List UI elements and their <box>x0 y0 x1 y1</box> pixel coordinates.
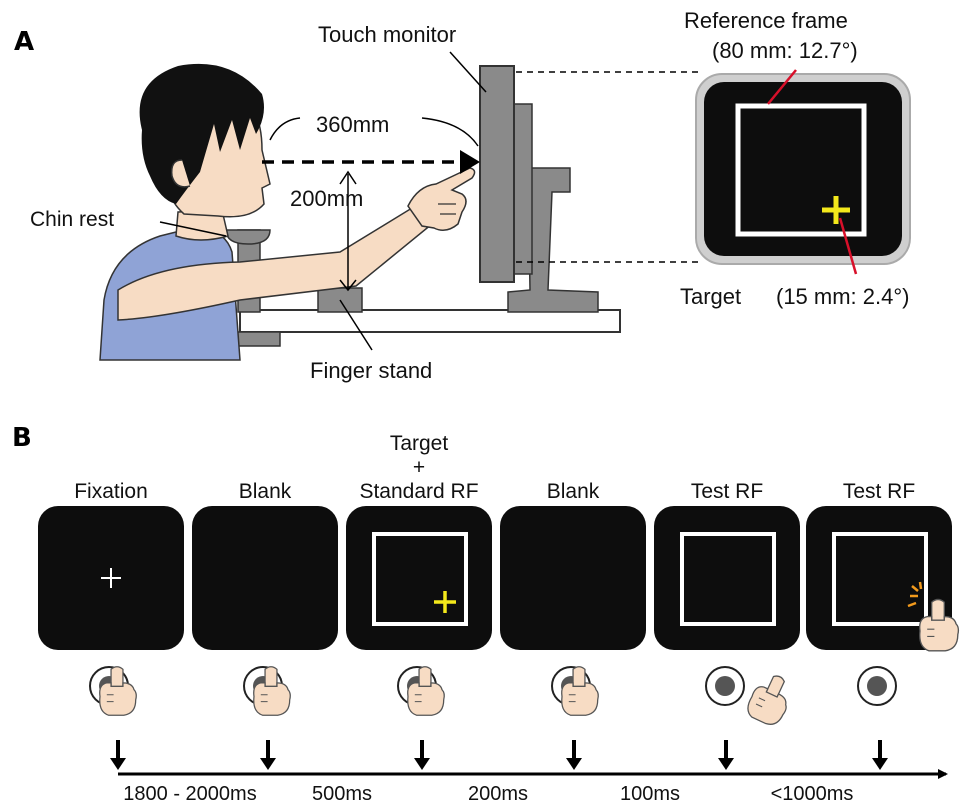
phase-label: Test RF <box>691 480 763 503</box>
timeline-durations: 1800 - 2000ms 500ms 200ms 100ms <1000ms <box>123 783 853 803</box>
duration-label: 1800 - 2000ms <box>123 783 256 803</box>
touch-monitor-pointer <box>449 51 487 93</box>
timeline-marks <box>110 740 888 770</box>
reference-frame-size: (80 mm: 12.7°) <box>712 38 858 63</box>
phase-label: Blank <box>239 480 292 503</box>
phase-screen <box>806 506 952 650</box>
phase-5: Test RF <box>654 480 800 730</box>
chin-rest-pointer <box>159 221 227 237</box>
phase-label: Blank <box>547 480 600 503</box>
screen-zoom <box>704 82 902 256</box>
height-label: 200mm <box>290 186 363 211</box>
panel-b-letter: B <box>12 423 32 453</box>
target-cross <box>434 591 456 613</box>
duration-label: <1000ms <box>771 783 854 803</box>
duration-label: 100ms <box>620 783 680 803</box>
fixation-cross <box>101 568 121 588</box>
touch-monitor <box>479 65 515 283</box>
phase-screen <box>192 506 338 650</box>
touch-monitor-label: Touch monitor <box>318 22 456 47</box>
response-button-icon <box>705 666 745 706</box>
reference-frame <box>372 532 468 626</box>
panel-a-letter: A <box>14 27 34 57</box>
timeline-arrow-icon <box>110 740 126 770</box>
phase-label: + <box>413 456 425 479</box>
phase-6: Test RF <box>806 480 960 706</box>
reference-frame-pointer <box>767 69 797 105</box>
hand-knuckles <box>438 203 456 215</box>
distance-label: 360mm <box>316 112 389 137</box>
duration-label: 500ms <box>312 783 372 803</box>
reference-frame-title: Reference frame <box>684 8 848 33</box>
phase-screen <box>500 506 646 650</box>
phase-label: Standard RF <box>359 480 478 503</box>
finger-stand-pointer <box>339 299 373 351</box>
phase-screen <box>346 506 492 650</box>
phase-screen <box>654 506 800 650</box>
finger-stand-label: Finger stand <box>310 358 432 383</box>
phase-label: Fixation <box>74 480 148 503</box>
timeline-arrow-icon <box>718 740 734 770</box>
duration-label: 200ms <box>468 783 528 803</box>
phase-1: Fixation <box>38 480 184 716</box>
table-top <box>239 309 621 333</box>
target-pointer <box>838 217 858 275</box>
distance-arc <box>269 117 479 147</box>
timeline-arrow-icon <box>260 740 276 770</box>
chin-rest-cup <box>225 229 271 245</box>
phase-3: Target+Standard RF <box>346 432 492 716</box>
reference-frame <box>832 532 928 626</box>
table-clamp <box>235 331 281 347</box>
height-arrowhead-top <box>339 170 357 185</box>
height-arrowhead-bottom <box>339 279 357 292</box>
timeline-arrow-icon <box>872 740 888 770</box>
person-hand <box>407 167 476 231</box>
target-size: (15 mm: 2.4°) <box>776 284 910 309</box>
hand-released-icon <box>743 668 799 730</box>
reference-frame <box>680 532 776 626</box>
touch-hand-icon <box>907 581 960 652</box>
reference-frame <box>735 103 867 237</box>
timeline-arrow-icon <box>414 740 430 770</box>
distance-arrowhead <box>460 150 480 174</box>
phase-4: Blank <box>500 480 646 716</box>
chin-rest-label: Chin rest <box>30 208 114 231</box>
person-hair <box>139 63 264 204</box>
response-button-icon <box>857 666 897 706</box>
phase-label: Test RF <box>843 480 915 503</box>
target-label: Target <box>680 284 741 309</box>
person-ear <box>170 159 191 188</box>
timeline-arrow-icon <box>566 740 582 770</box>
trial-phases: Fixation Blank Target+Standard RF Blank Test… <box>38 432 960 730</box>
phase-2: Blank <box>192 480 338 716</box>
phase-label: Target <box>390 432 449 455</box>
person-neck <box>175 209 229 241</box>
